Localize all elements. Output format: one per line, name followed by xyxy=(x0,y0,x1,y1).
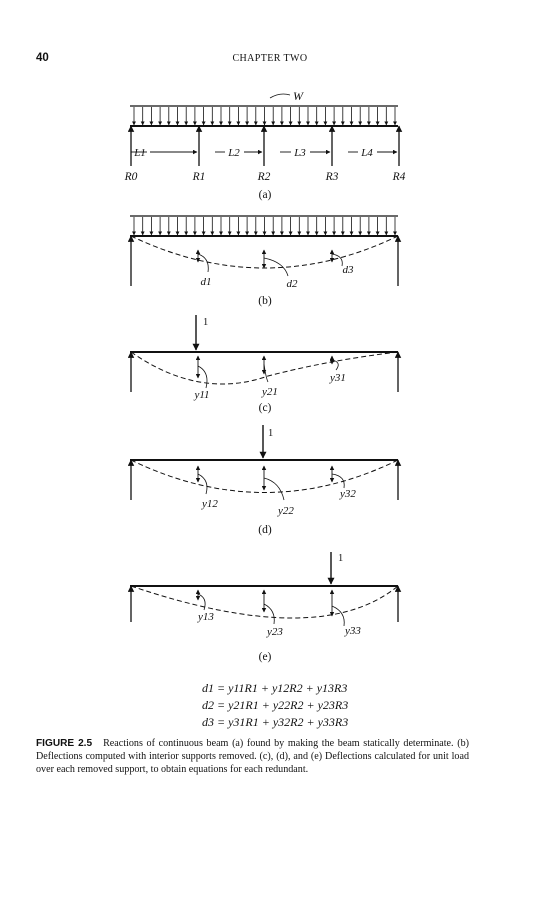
deflection-marks-c xyxy=(195,355,339,389)
deflection-label-y21: y21 xyxy=(261,386,278,398)
span-label-4: L4 xyxy=(360,147,373,159)
deflection-marks-e xyxy=(195,589,345,627)
equation-d3: d3 = y31R1 + y32R2 + y33R3 xyxy=(202,715,349,730)
reaction-label-r3: R3 xyxy=(325,171,339,183)
panel-d: 1 y12 y22 y32 (d) xyxy=(127,425,402,536)
panel-label-a: (a) xyxy=(259,189,272,201)
deflected-shape-b xyxy=(130,235,399,269)
panel-e: 1 y13 y23 y33 (e) xyxy=(127,552,402,663)
span-label-3: L3 xyxy=(293,147,306,159)
panel-a: W L1 L2 L3 L4 R0 R1 R2 R3 R4 (a) xyxy=(124,89,406,201)
distributed-load-b xyxy=(132,217,397,236)
caption-text: Reactions of continuous beam (a) found b… xyxy=(36,738,469,776)
running-head: CHAPTER TWO xyxy=(232,53,308,64)
panel-label-d: (d) xyxy=(258,524,272,536)
equation-d1: d1 = y11R1 + y12R2 + y13R3 xyxy=(202,681,348,695)
deflection-label-y33: y33 xyxy=(344,625,361,637)
deflection-label-y31: y31 xyxy=(329,372,346,384)
supports-a xyxy=(127,125,403,166)
panel-b: d1 d2 d3 (b) xyxy=(127,215,402,307)
distributed-load-a xyxy=(132,107,397,126)
page-header: 40 CHAPTER TWO xyxy=(0,52,540,68)
deflection-label-y11: y11 xyxy=(193,389,209,401)
deflected-shape-d xyxy=(130,459,399,493)
span-label-2: L2 xyxy=(227,147,240,159)
deflection-label-y12: y12 xyxy=(201,498,218,510)
deflection-label-d2: d2 xyxy=(287,278,299,290)
deflection-marks-d xyxy=(195,465,345,501)
equation-d2: d2 = y21R1 + y22R2 + y23R3 xyxy=(202,698,349,713)
deflected-shape-c xyxy=(130,351,399,385)
panel-label-b: (b) xyxy=(258,295,272,307)
redundant-equations: d1 = y11R1 + y12R2 + y13R3 d2 = y21R1 + … xyxy=(202,680,348,732)
unit-load-label-e: 1 xyxy=(338,553,343,564)
reaction-label-r4: R4 xyxy=(392,171,406,183)
deflection-label-y13: y13 xyxy=(197,611,214,623)
deflection-label-d1: d1 xyxy=(201,276,212,288)
deflection-marks-b xyxy=(195,249,343,277)
caption-label: FIGURE 2.5 xyxy=(36,738,93,749)
unit-load-label-d: 1 xyxy=(268,428,273,439)
unit-load-label-c: 1 xyxy=(203,317,208,328)
panel-label-e: (e) xyxy=(259,651,272,663)
deflected-shape-e xyxy=(130,585,399,619)
page-number: 40 xyxy=(36,52,49,64)
load-label: W xyxy=(293,89,304,103)
deflection-label-y22: y22 xyxy=(277,505,294,517)
deflection-label-d3: d3 xyxy=(343,264,355,276)
span-label-1: L1 xyxy=(133,147,146,159)
deflection-label-y23: y23 xyxy=(266,626,283,638)
reaction-label-r1: R1 xyxy=(192,171,206,183)
panel-label-c: (c) xyxy=(259,402,272,414)
figure-2-5: W L1 L2 L3 L4 R0 R1 R2 R3 R4 (a) d1 d2 d… xyxy=(124,89,406,663)
deflection-label-y32: y32 xyxy=(339,488,356,500)
reaction-label-r2: R2 xyxy=(257,171,271,183)
panel-c: 1 y11 y21 y31 (c) xyxy=(127,315,402,414)
figure-caption: FIGURE 2.5 Reactions of continuous beam … xyxy=(36,737,469,776)
reaction-label-r0: R0 xyxy=(124,171,138,183)
